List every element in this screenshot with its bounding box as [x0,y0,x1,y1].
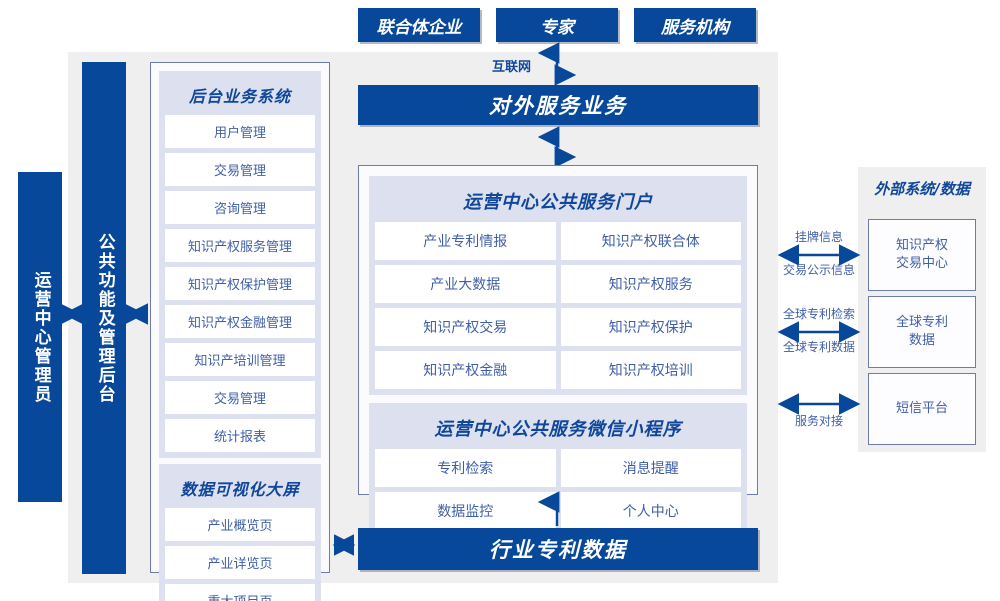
visual-item-0[interactable]: 产业概览页 [165,508,315,541]
actor-box-consortium[interactable]: 联合体企业 [358,8,480,42]
backend-item-8[interactable]: 统计报表 [165,419,315,452]
public-to-backend-arrow-icon [123,303,149,325]
backend-to-industry-arrow-icon [332,534,356,556]
external-label-service-docking: 服务对接 [794,414,843,428]
portal-item-5[interactable]: 知识产权保护 [560,308,741,346]
internet-label: 互联网 [492,60,532,75]
backend-outer-card: 后台业务系统 用户管理 交易管理 咨询管理 知识产权服务管理 知识产权保护管理 … [150,62,330,601]
external-label-global-patent-data: 全球专利数据 [782,340,855,354]
external-label-transaction-public-info: 交易公示信息 [782,263,855,277]
left-column-public-functions[interactable]: 公共功能及管理后台 [82,62,126,574]
backend-item-7[interactable]: 交易管理 [165,381,315,414]
backend-panel-title: 后台业务系统 [188,87,291,106]
external-label-global-patent-search: 全球专利检索 [782,307,855,321]
miniprogram-item-2[interactable]: 数据监控 [375,492,556,530]
internet-double-arrow-icon [537,42,577,86]
portal-item-3[interactable]: 知识产权服务 [560,265,741,303]
portal-item-4[interactable]: 知识产权交易 [375,308,556,346]
external-panel-title: 外部系统/数据 [874,180,970,198]
backend-item-5[interactable]: 知识产权金融管理 [165,305,315,338]
miniprogram-item-3[interactable]: 个人中心 [560,492,741,530]
external-label-listing-info: 挂牌信息 [794,230,843,244]
miniprogram-panel-title: 运营中心公共服务微信小程序 [434,419,682,440]
external-arrow-global-patent-icon [777,321,861,343]
backend-item-4[interactable]: 知识产权保护管理 [165,267,315,300]
public-service-portal-panel: 运营中心公共服务门户 产业专利情报 知识产权联合体 产业大数据 知识产权服务 知… [369,176,747,395]
service-to-portal-arrow-icon [537,126,577,168]
external-box-ip-exchange-label: 知识产权 交易中心 [895,238,948,271]
backend-item-1[interactable]: 交易管理 [165,153,315,186]
external-box-global-patent-label: 全球专利 数据 [895,315,948,348]
visual-item-1[interactable]: 产业详览页 [165,546,315,579]
actor-box-expert[interactable]: 专家 [496,8,618,42]
portal-item-1[interactable]: 知识产权联合体 [560,222,741,260]
data-visualization-panel: 数据可视化大屏 产业概览页 产业详览页 重大项目页 运营中心页 [159,464,321,601]
portal-tile-grid: 产业专利情报 知识产权联合体 产业大数据 知识产权服务 知识产权交易 知识产权保… [375,222,741,389]
backend-item-0[interactable]: 用户管理 [165,115,315,148]
portal-item-6[interactable]: 知识产权金融 [375,351,556,389]
left-column-operator[interactable]: 运营中心管理员 [18,172,62,502]
visual-item-2[interactable]: 重大项目页 [165,584,315,601]
portal-panel-title: 运营中心公共服务门户 [463,192,653,213]
backend-item-3[interactable]: 知识产权服务管理 [165,229,315,262]
external-arrow-ip-exchange-icon [777,244,861,266]
external-box-sms-platform-label: 短信平台 [895,401,948,417]
portal-item-7[interactable]: 知识产权培训 [560,351,741,389]
external-box-ip-exchange[interactable]: 知识产权 交易中心 [868,219,976,291]
operator-to-public-arrow-icon [59,303,85,325]
miniprogram-item-0[interactable]: 专利检索 [375,449,556,487]
industry-patent-data-bar[interactable]: 行业专利数据 [358,528,758,570]
miniprogram-item-1[interactable]: 消息提醒 [560,449,741,487]
actor-box-service-org[interactable]: 服务机构 [634,8,756,42]
backend-business-panel: 后台业务系统 用户管理 交易管理 咨询管理 知识产权服务管理 知识产权保护管理 … [159,71,321,458]
backend-item-6[interactable]: 知识产培训管理 [165,343,315,376]
backend-item-2[interactable]: 咨询管理 [165,191,315,224]
external-service-bar[interactable]: 对外服务业务 [358,85,758,125]
portal-item-0[interactable]: 产业专利情报 [375,222,556,260]
portal-item-2[interactable]: 产业大数据 [375,265,556,303]
miniprogram-tile-grid: 专利检索 消息提醒 数据监控 个人中心 [375,449,741,530]
portal-to-industry-arrow-icon [537,491,560,526]
external-box-global-patent[interactable]: 全球专利 数据 [868,296,976,368]
visual-panel-title: 数据可视化大屏 [180,480,300,499]
external-arrow-sms-icon [777,393,861,415]
portal-outer-card: 运营中心公共服务门户 产业专利情报 知识产权联合体 产业大数据 知识产权服务 知… [358,165,758,536]
external-box-sms-platform[interactable]: 短信平台 [868,373,976,445]
